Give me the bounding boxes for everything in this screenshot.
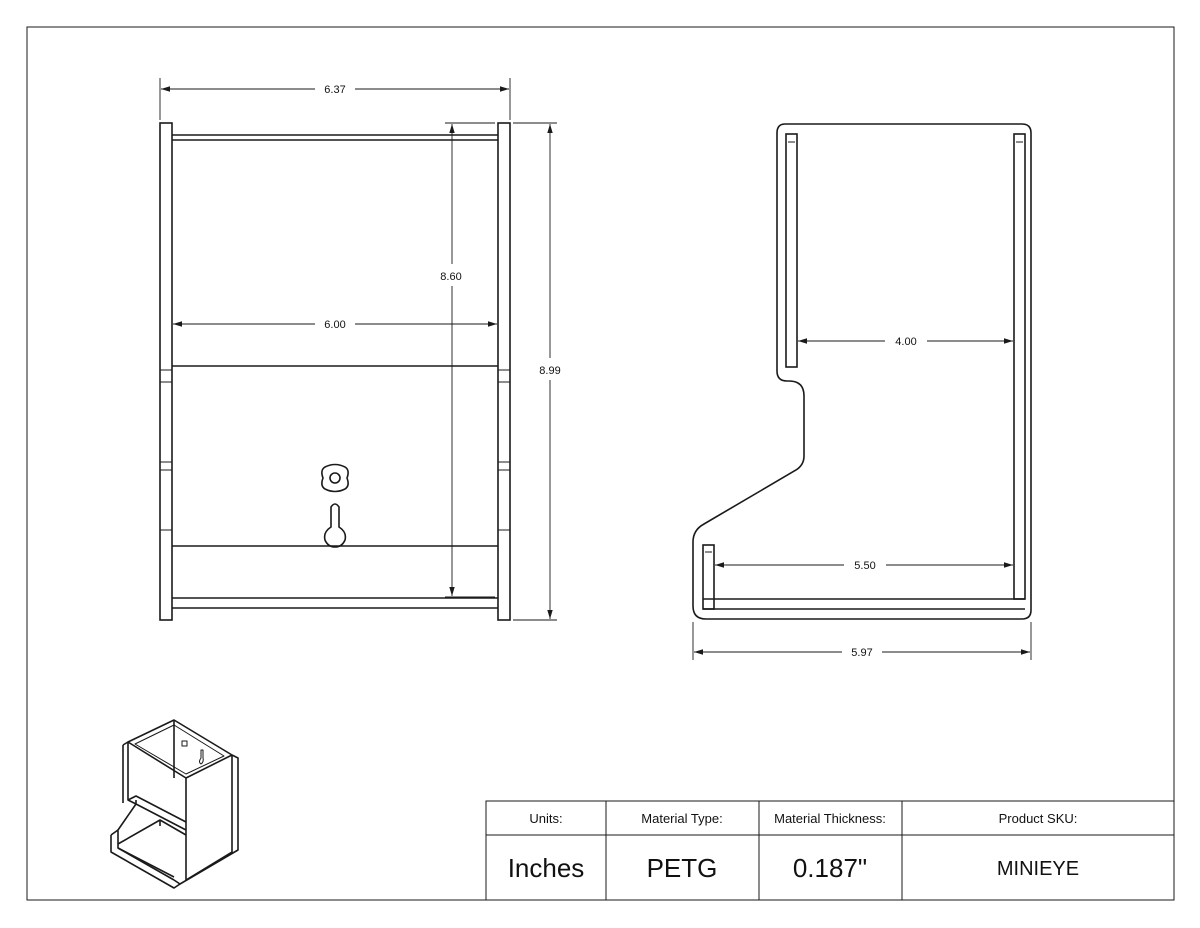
dim-front-height-inner: 8.60 <box>440 271 461 283</box>
material-thickness-header: Material Thickness: <box>774 811 886 826</box>
dim-side-overall-width: 5.97 <box>851 647 872 659</box>
front-view: 6.37 6.00 8.60 8.99 <box>159 78 561 621</box>
dim-front-width-inner: 6.00 <box>324 319 345 331</box>
dim-front-width-outer: 6.37 <box>324 84 345 96</box>
front-left-wall <box>159 122 173 621</box>
product-sku-value: MINIEYE <box>997 858 1079 880</box>
sheet-border <box>26 26 1175 901</box>
isometric-view <box>110 719 239 889</box>
mounting-hole-icon <box>321 463 349 493</box>
units-header: Units: <box>529 811 562 826</box>
product-sku-header: Product SKU: <box>999 811 1078 826</box>
title-block: Units: Material Type: Material Thickness… <box>485 800 1175 901</box>
keyhole-slot-icon <box>323 503 347 548</box>
dim-front-height-outer: 8.99 <box>539 365 560 377</box>
material-type-header: Material Type: <box>641 811 722 826</box>
material-type-value: PETG <box>647 853 718 883</box>
dim-side-inner-top: 4.00 <box>895 336 916 348</box>
side-view: 4.00 5.50 5.97 <box>692 123 1032 660</box>
dim-side-inner-bottom: 5.50 <box>854 560 875 572</box>
material-thickness-value: 0.187" <box>793 853 867 883</box>
units-value: Inches <box>508 853 585 883</box>
side-profile <box>692 123 1032 620</box>
front-right-wall <box>497 122 511 621</box>
